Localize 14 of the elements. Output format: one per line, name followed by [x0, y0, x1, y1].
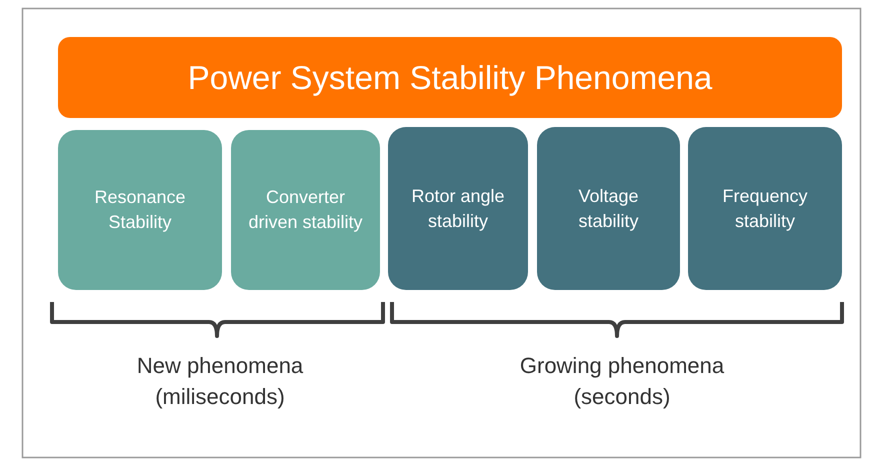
title-banner	[58, 37, 842, 118]
group-label: Growing phenomena (seconds)	[518, 352, 726, 411]
box-text: Frequency stability	[721, 184, 809, 233]
category-box	[58, 130, 222, 290]
category-box	[388, 127, 528, 290]
box-text: Converter driven stability	[247, 186, 364, 234]
box-text: Resonance Stability	[93, 186, 187, 234]
category-box	[688, 127, 842, 290]
category-box	[231, 130, 380, 290]
box-text: Voltage stability	[577, 184, 640, 233]
box-text: Power System Stability Phenomena	[188, 58, 712, 98]
category-box	[537, 127, 680, 290]
box-text: Rotor angle stability	[410, 184, 506, 233]
group-label: New phenomena (miliseconds)	[136, 352, 304, 411]
